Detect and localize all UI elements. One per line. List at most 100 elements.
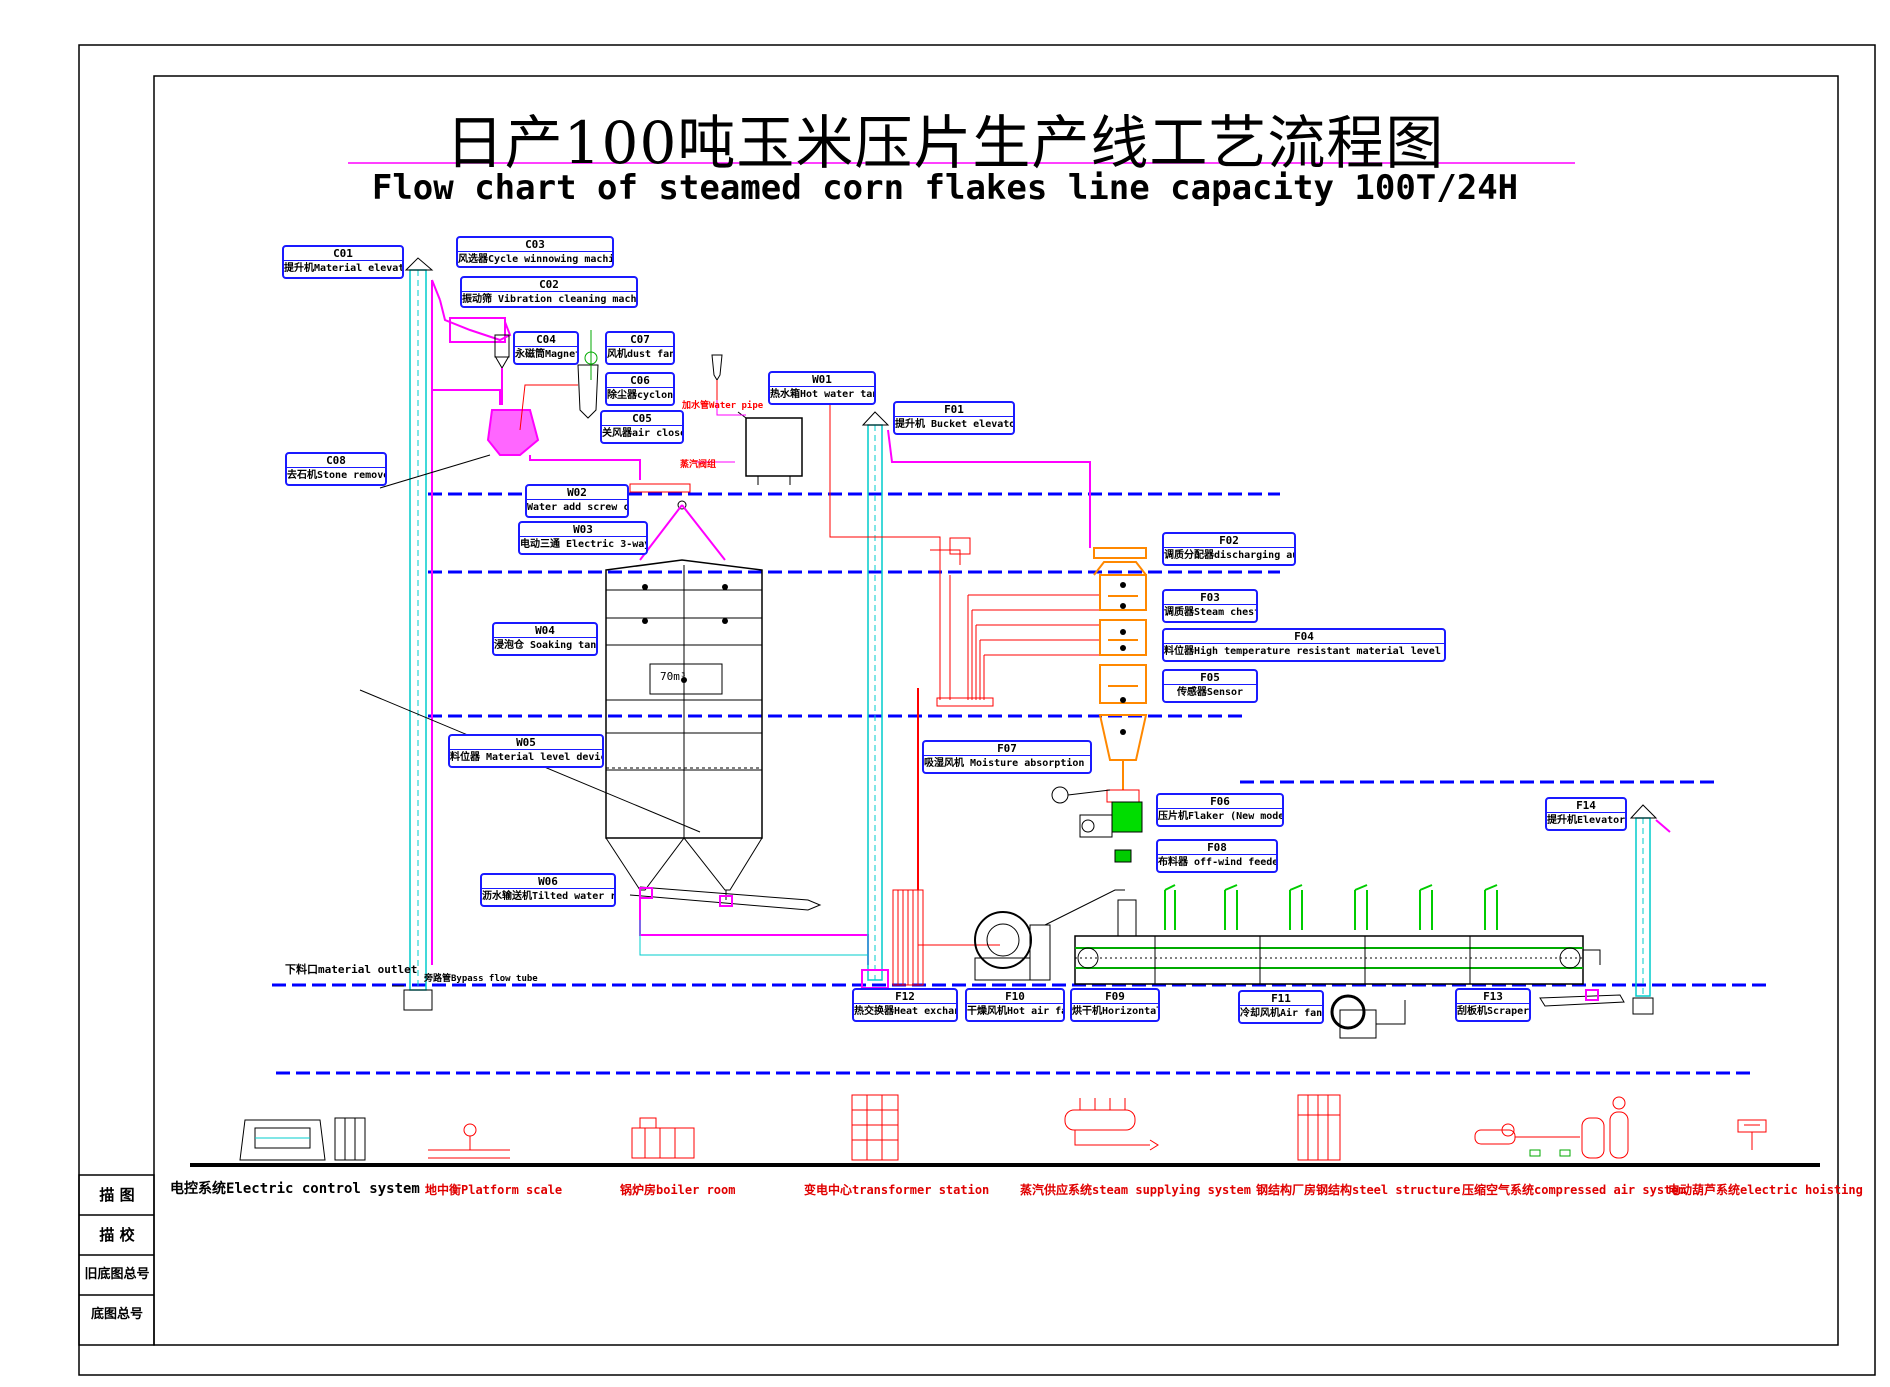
tag-label: 冷却风机Air fan [1240,1005,1322,1021]
legend-electric-hoist: 电动葫芦系统electric hoisting [1668,1183,1863,1197]
tag-label: 浸泡仓 Soaking tank [494,637,596,653]
boiler-icon [631,1117,695,1159]
c01-elevator [403,257,441,1011]
tag-label: 风机dust fan [607,346,673,362]
tag-code: F06 [1210,795,1230,808]
tag-label: 压片机Flaker (New model) [1158,808,1282,824]
inner-frame [153,75,1839,1346]
cleaning-section [432,299,641,480]
tag-code: C03 [525,238,545,251]
legend-compressed-air: 压缩空气系统compressed air system [1462,1183,1686,1197]
legend-steel-structure: 钢结构厂房钢结构steel structure [1256,1183,1461,1197]
title-block-tracing: 描 图 [99,1186,135,1204]
tag-label: 沥水输送机Tilted water retaining plate [482,888,614,904]
tag-code: C01 [333,247,353,260]
transformer-icon [851,1094,899,1161]
floor-level-lines [272,492,1768,1075]
tag-code: F01 [944,403,964,416]
tag-label: 热水箱Hot water tank [770,386,874,402]
legend-platform-scale: 地中衡Platform scale [425,1183,563,1197]
tag-label: 传感器Sensor [1164,684,1256,700]
tag-label: 风选器Cycle winnowing machine [458,251,612,266]
title-block-checking: 描 校 [99,1226,135,1244]
steam-supply-icon [1064,1098,1159,1151]
control-cabinet-icon [239,1117,366,1161]
tag-code: C02 [539,278,559,291]
f06-flaker [1051,786,1143,863]
w04-soaking-tanks [605,559,763,900]
f11-cooling-fan [1330,994,1406,1039]
steel-structure-icon [1297,1094,1341,1161]
tag-code: F12 [895,990,915,1003]
tag-label: 电动三通 Electric 3-way [520,536,646,552]
tag-code: C05 [632,412,652,425]
tag-label: 刮板机Scraper [1457,1003,1529,1019]
page-title-en: Flow chart of steamed corn flakes line c… [371,168,1519,208]
air-compressor-icon [1474,1096,1629,1159]
hoist-icon [1737,1119,1767,1150]
f03-conditioner [1093,547,1148,790]
material-outlet-note: 下料口material outlet [285,963,418,976]
tag-label: 干燥风机Hot air fan [967,1003,1063,1019]
title-block-old-number: 旧底图总号 [84,1267,150,1282]
tag-code: C08 [326,454,346,467]
tag-code: F04 [1294,630,1314,643]
steam-pipework [829,402,1100,946]
legend-boiler-room: 锅炉房boiler room [620,1183,736,1197]
tag-code: F05 [1200,671,1220,684]
tag-code: F08 [1207,841,1227,854]
platform-scale-icon [428,1123,510,1159]
tag-label: 料位器High temperature resistant material l… [1164,643,1444,659]
w01-hot-water-tank [695,354,803,485]
tag-label: 提升机Elevator [1547,812,1625,828]
tag-code: W05 [516,736,536,749]
page-title-cn: 日产100吨玉米压片生产线工艺流程图 [445,109,1445,177]
tag-label: 除尘器cyclone [607,387,673,403]
steam-valve [949,537,971,555]
title-block-number: 底图总号 [90,1307,143,1322]
tag-code: F07 [997,742,1017,755]
f09-horizontal-dryer [1074,884,1601,985]
tag-label: 吸湿风机 Moisture absorption fan [924,755,1090,771]
bypass-note: 旁路管Bypass flow tube [424,974,538,984]
w06-water-retaining-plate [629,886,869,965]
tag-label: 调质器Steam chest [1164,604,1256,620]
tag-label: 永磁筒Magnet [515,346,577,362]
silo-volume-note: 70m³ [660,670,687,683]
tag-label: 提升机 Bucket elevator [895,416,1013,432]
tag-code: W06 [538,875,558,888]
legend-steam-supply: 蒸汽供应系统steam supplying system [1020,1183,1251,1197]
tag-code: F13 [1483,990,1503,1003]
tag-label: 热交换器Heat exchanger [854,1003,956,1019]
outer-frame [78,44,1876,1376]
f12-heat-exchanger [892,889,975,986]
water-pipe-note: 加水管Water pipe [682,401,764,411]
tag-label: 关风器air closer [602,425,682,441]
tag-label: 烘干机Horizontal [1072,1003,1158,1019]
tag-code: C07 [630,333,650,346]
steam-valve-note: 蒸汽阀组 [680,460,717,470]
title-block [78,1174,155,1346]
tag-code: W02 [567,486,587,499]
tag-code: F03 [1200,591,1220,604]
